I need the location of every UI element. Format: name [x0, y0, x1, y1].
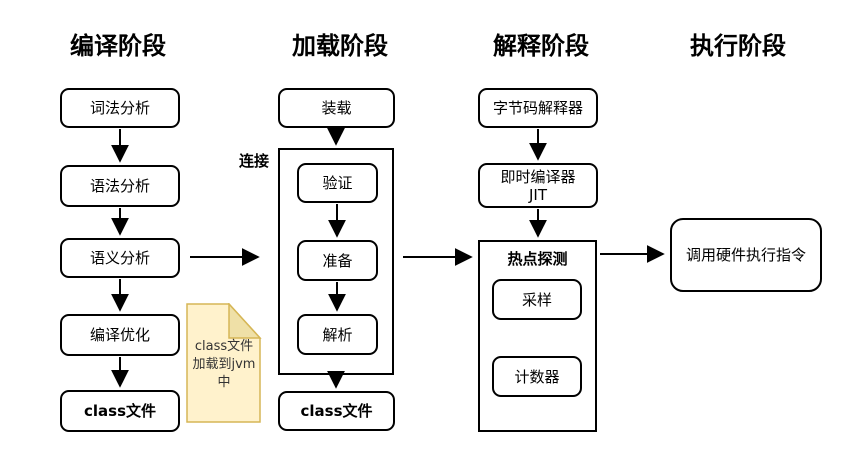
box-jit-compiler: 即时编译器 JIT: [478, 163, 598, 208]
sticky-note-text: class文件加载到jvm中: [192, 339, 256, 390]
compile-phase-title: 编译阶段: [70, 32, 166, 60]
link-group-label: 连接: [238, 152, 269, 170]
box-lexical-analysis: 词法分析: [60, 88, 180, 128]
box-syntax-analysis: 语法分析: [60, 165, 180, 207]
load-phase-title: 加载阶段: [292, 32, 388, 60]
jit-compiler-label-line1: 即时编译器: [500, 167, 576, 186]
sticky-note-fold-corner: [228, 303, 262, 339]
box-bytecode-interpreter: 字节码解释器: [478, 88, 598, 128]
box-sampling: 采样: [492, 279, 582, 320]
box-load: 装载: [278, 88, 395, 128]
hotspot-detection-container: [478, 240, 597, 432]
execute-phase-title: 执行阶段: [690, 32, 786, 60]
jit-compiler-label-line2: JIT: [528, 185, 547, 204]
box-class-file-compile: class文件: [60, 390, 180, 432]
hotspot-detection-label: 热点探测: [507, 250, 568, 268]
box-verify: 验证: [297, 163, 378, 203]
sticky-note: [186, 303, 262, 423]
box-invoke-hardware-instructions: 调用硬件执行指令: [670, 218, 822, 292]
box-resolve: 解析: [297, 314, 378, 355]
box-compile-optimization: 编译优化: [60, 314, 180, 356]
interpret-phase-title: 解释阶段: [493, 32, 589, 60]
box-semantic-analysis: 语义分析: [60, 238, 180, 278]
box-class-file-load: class文件: [278, 391, 395, 431]
box-counter: 计数器: [492, 356, 582, 397]
box-prepare: 准备: [297, 240, 378, 281]
